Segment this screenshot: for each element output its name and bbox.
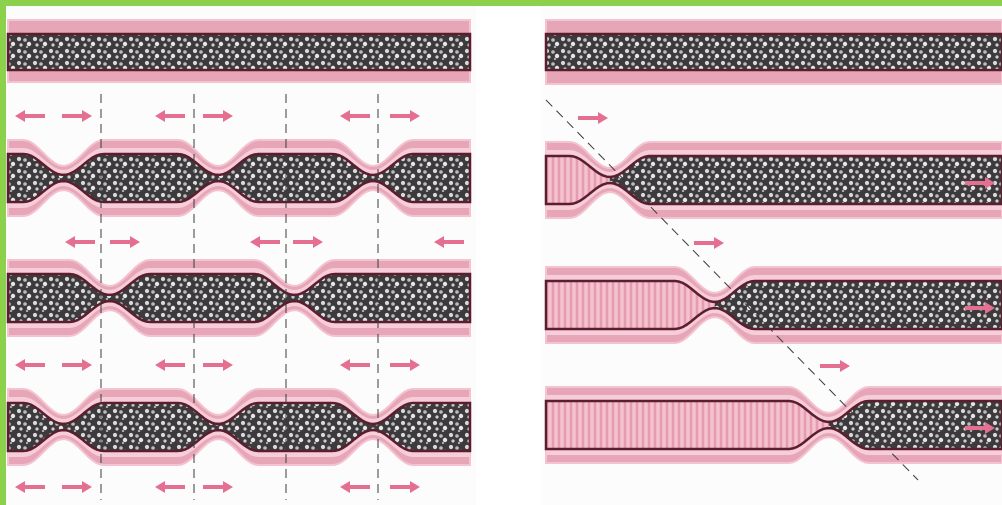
arrow-left (65, 236, 95, 248)
arrow-right (203, 359, 233, 371)
arrow-right (203, 481, 233, 493)
tube-lumen-fill (546, 150, 1002, 210)
segmentation-tube-3 (8, 260, 470, 336)
peristalsis-tube-2 (546, 142, 1002, 218)
arrow-left (15, 359, 45, 371)
arrow-right (62, 359, 92, 371)
peristalsis-panel (546, 20, 1002, 480)
arrow-left (15, 481, 45, 493)
arrow-right (390, 359, 420, 371)
emptied-segment (546, 395, 829, 455)
arrow-right (62, 110, 92, 122)
arrow-left (15, 110, 45, 122)
peristalsis-tube-1 (546, 20, 1002, 84)
arrow-right (390, 481, 420, 493)
arrow-left (340, 359, 370, 371)
arrow-right (203, 110, 233, 122)
tube-lumen-fill (546, 395, 1002, 455)
peristalsis-tube-3 (546, 267, 1002, 343)
arrow-left (340, 481, 370, 493)
chyme-bolus (715, 275, 1002, 335)
segmentation-tube-4 (8, 389, 470, 465)
arrow-right (820, 360, 850, 372)
arrow-right (390, 110, 420, 122)
segmentation-panel (8, 20, 470, 500)
arrow-right (578, 112, 608, 124)
chyme-bolus (610, 150, 1002, 210)
arrow-right (62, 481, 92, 493)
arrow-left (155, 359, 185, 371)
arrow-right (694, 237, 724, 249)
arrow-left (434, 236, 464, 248)
arrow-left (155, 110, 185, 122)
segmentation-tube-1 (8, 20, 470, 82)
peristalsis-tube-4 (546, 387, 1002, 463)
arrow-left (250, 236, 280, 248)
arrow-left (155, 481, 185, 493)
segmentation-tube-2 (8, 140, 470, 216)
arrow-right (110, 236, 140, 248)
tube-lumen (8, 274, 470, 322)
tube-lumen (8, 34, 470, 70)
tube-lumen (546, 34, 1002, 70)
arrow-right (293, 236, 323, 248)
tube-lumen-fill (546, 275, 1002, 335)
arrow-left (340, 110, 370, 122)
